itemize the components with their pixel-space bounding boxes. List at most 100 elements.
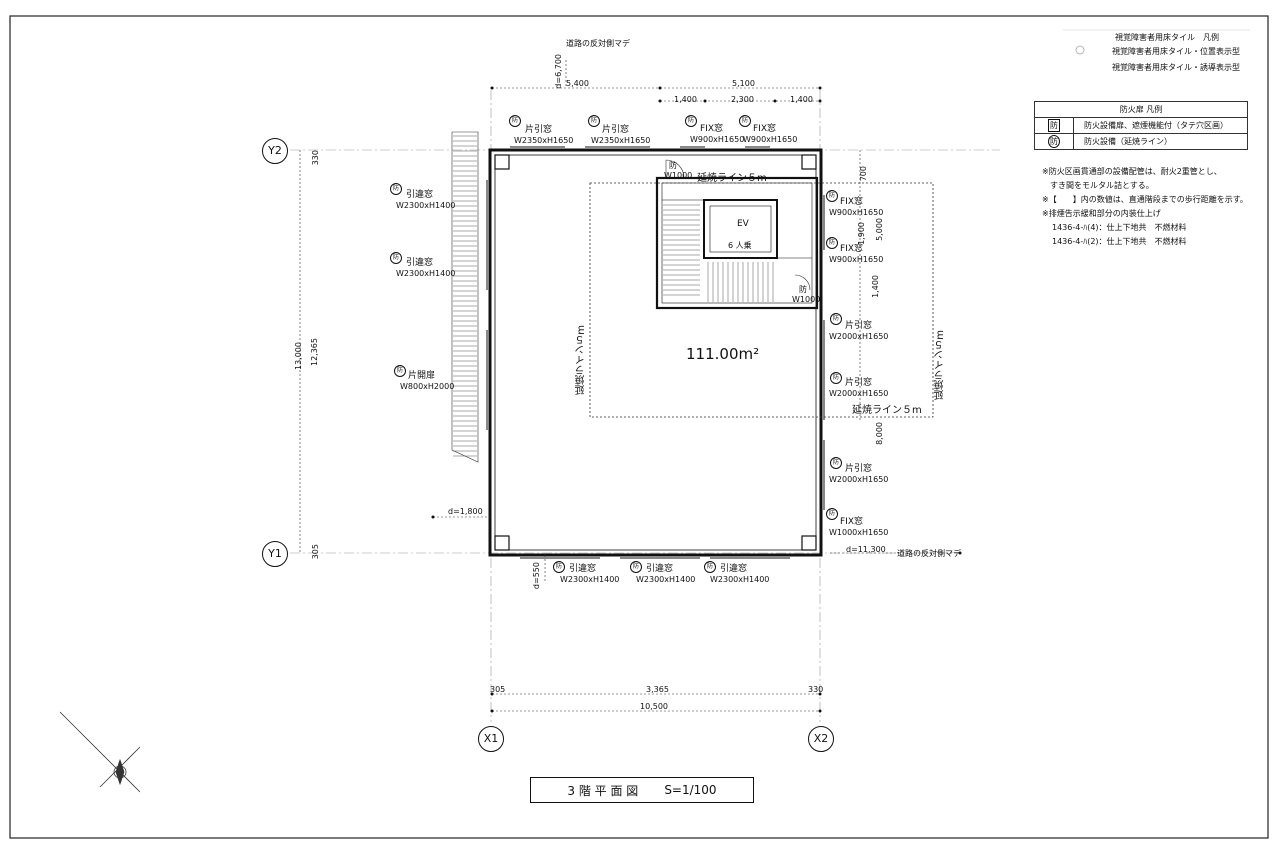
- window-size: W900xH1650: [743, 135, 798, 144]
- setback-bottom: d=550: [532, 562, 541, 590]
- fire-mark-icon: 防: [553, 561, 565, 573]
- dim-y2-offset: 330: [311, 150, 320, 166]
- dim-y1-offset: 305: [311, 544, 320, 560]
- window-size: W2000xH1650: [829, 332, 889, 341]
- dim-top-b: 5,100: [732, 79, 755, 88]
- fire-door-symbol: 防: [1048, 119, 1060, 132]
- setback-right: d=11,300: [846, 545, 886, 554]
- dim-top-a: 5,400: [566, 79, 589, 88]
- elevator-capacity: 6 人乗: [728, 241, 752, 250]
- door-mark: 防: [799, 285, 807, 294]
- window-name: 片引窓: [845, 464, 873, 474]
- tile-legend-item: 視覚障害者用床タイル・誘導表示型: [1112, 63, 1240, 72]
- fire-legend-text: 防火設備（延焼ライン）: [1084, 137, 1172, 146]
- fire-mark-icon: 防: [630, 561, 642, 573]
- window-size: W2300xH1400: [396, 201, 456, 210]
- dim-bottom-left: 305: [490, 685, 506, 694]
- note-line: ※【 】内の数値は、直通階段までの歩行距離を示す。: [1042, 195, 1248, 204]
- floor-area: 111.00m²: [686, 345, 760, 363]
- fire-mark-icon: 防: [704, 561, 716, 573]
- dim-bottom-right: 330: [808, 685, 824, 694]
- drawing-scale: S=1/100: [664, 783, 717, 797]
- window-name: 引違窓: [406, 258, 434, 268]
- fire-door-legend: 防火扉 凡例 防 防火設備扉、遮煙機能付（タテ穴区画） 防 防火設備（延焼ライン…: [1034, 101, 1248, 150]
- fire-mark-icon: 防: [826, 237, 838, 249]
- fire-mark-icon: 防: [390, 252, 402, 264]
- window-name: 引違窓: [720, 564, 748, 574]
- road-opposite-label-top: 道路の反対側マデ: [566, 39, 630, 48]
- grid-y1-marker: Y1: [262, 541, 288, 567]
- setback-top: d=6,700: [554, 54, 563, 89]
- road-opposite-label-right: 道路の反対側マデ: [897, 549, 961, 558]
- window-size: W2300xH1400: [560, 575, 620, 584]
- window-name: FIX窓: [753, 124, 776, 134]
- window-name: FIX窓: [700, 124, 723, 134]
- dim-right-1400: 1,400: [871, 275, 880, 298]
- fire-legend-heading: 防火扉 凡例: [1119, 105, 1163, 114]
- fire-spread-line-bottom: 延焼ライン５m: [852, 405, 922, 416]
- dim-right-1900: 1,900: [857, 222, 866, 245]
- window-size: W2000xH1650: [829, 475, 889, 484]
- fire-mark-icon: 防: [509, 115, 521, 127]
- window-size: W900xH1650: [690, 135, 745, 144]
- elevator-label: EV: [737, 219, 749, 229]
- window-name: 片引窓: [602, 125, 630, 135]
- window-size: W2350xH1650: [514, 136, 574, 145]
- dim-top-e: 1,400: [790, 95, 813, 104]
- door-size: W1000: [792, 295, 821, 304]
- dim-left-inner: 12,365: [310, 338, 319, 366]
- door-name: 片開扉: [408, 371, 436, 381]
- window-size: W2350xH1650: [591, 136, 651, 145]
- fire-spread-line-right: 延焼ライン５m: [935, 330, 946, 400]
- window-name: FIX窓: [840, 197, 863, 207]
- window-name: 片引窓: [845, 378, 873, 388]
- window-name: 引違窓: [646, 564, 674, 574]
- dim-right-700: 700: [859, 166, 868, 182]
- fire-mark-icon: 防: [830, 372, 842, 384]
- dim-bottom-mid: 3,365: [646, 685, 669, 694]
- note-line: ※排煙告示緩和部分の内装仕上げ: [1042, 209, 1161, 218]
- door-mark: 防: [669, 161, 677, 170]
- window-name: FIX窓: [840, 517, 863, 527]
- note-line: すき間をモルタル詰とする。: [1050, 181, 1154, 190]
- window-name: 片引窓: [845, 321, 873, 331]
- window-size: W2300xH1400: [396, 269, 456, 278]
- grid-x1-marker: X1: [478, 726, 504, 752]
- tile-legend-heading: 視覚障害者用床タイル 凡例: [1115, 33, 1219, 42]
- grid-x2-marker: X2: [808, 726, 834, 752]
- window-size: W900xH1650: [829, 255, 884, 264]
- window-name: FIX窓: [840, 244, 863, 254]
- fire-spread-line-top: 延焼ライン５m: [697, 173, 767, 184]
- note-line: 1436-4-ﾊ(4)：仕上下地共 不燃材料: [1052, 223, 1187, 232]
- window-name: 引違窓: [569, 564, 597, 574]
- window-size: W2300xH1400: [710, 575, 770, 584]
- fire-legend-row: 防 防火設備扉、遮煙機能付（タテ穴区画）: [1035, 117, 1247, 133]
- window-size: W2000xH1650: [829, 389, 889, 398]
- fire-mark-icon: 防: [390, 183, 402, 195]
- dim-top-c: 1,400: [674, 95, 697, 104]
- note-line: ※防火区画貫通部の設備配管は、耐火2重管とし、: [1042, 167, 1222, 176]
- window-size: W900xH1650: [829, 208, 884, 217]
- fire-legend-text: 防火設備扉、遮煙機能付（タテ穴区画）: [1084, 121, 1228, 130]
- fire-mark-icon: 防: [685, 115, 697, 127]
- dim-right-8000: 8,000: [875, 422, 884, 445]
- fire-mark-icon: 防: [826, 190, 838, 202]
- tile-legend-item: 視覚障害者用床タイル・位置表示型: [1112, 47, 1240, 56]
- window-name: 片引窓: [525, 125, 553, 135]
- dim-bottom-total: 10,500: [640, 702, 668, 711]
- fire-mark-icon: 防: [739, 115, 751, 127]
- note-line: 1436-4-ﾊ(2)：仕上下地共 不燃材料: [1052, 237, 1187, 246]
- dim-left-total: 13,000: [294, 342, 303, 370]
- setback-left: d=1,800: [448, 507, 483, 516]
- title-block: 3 階 平 面 図 S=1/100: [530, 777, 754, 803]
- dim-right-5000: 5,000: [875, 218, 884, 241]
- drawing-title: 3 階 平 面 図: [567, 783, 639, 798]
- window-name: 引違窓: [406, 190, 434, 200]
- window-size: W1000xH1650: [829, 528, 889, 537]
- window-size: W2300xH1400: [636, 575, 696, 584]
- dim-top-d: 2,300: [731, 95, 754, 104]
- door-size: W1000: [664, 171, 693, 180]
- grid-y2-marker: Y2: [262, 138, 288, 164]
- fire-mark-icon: 防: [826, 508, 838, 520]
